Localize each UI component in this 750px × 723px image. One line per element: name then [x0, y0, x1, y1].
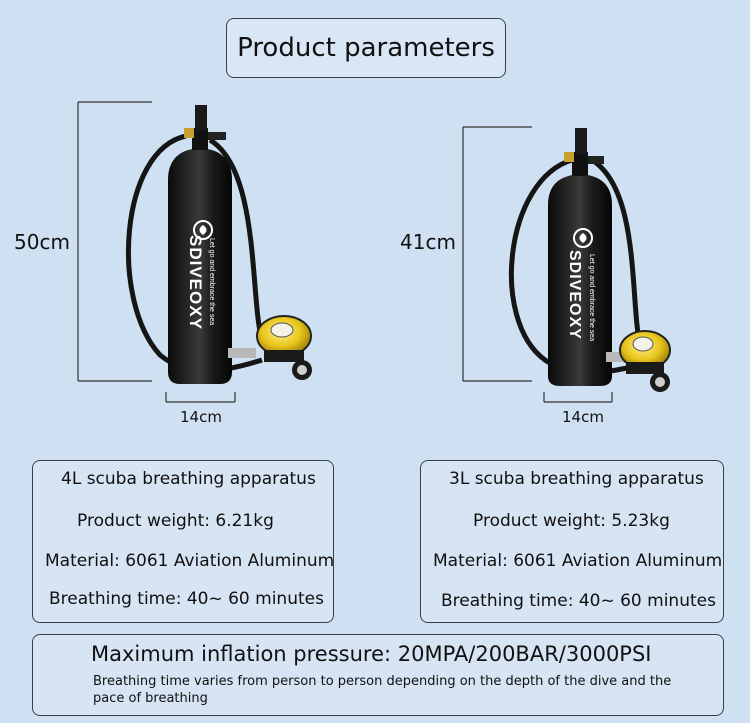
- width-label-4l: 14cm: [180, 408, 222, 426]
- brand-text-3l: SDIVEOXY: [566, 250, 583, 340]
- material-3l: Material: 6061 Aviation Aluminum: [433, 551, 723, 571]
- material-4l: Material: 6061 Aviation Aluminum: [45, 551, 335, 571]
- breathing-note: Breathing time varies from person to per…: [93, 674, 672, 706]
- page-title-text: Product parameters: [237, 33, 495, 63]
- valve-4l: [195, 105, 207, 131]
- slogan-text-3l: Let go and embrace the sea: [588, 254, 595, 341]
- connector-4l: [228, 348, 256, 358]
- width-label-3l: 14cm: [562, 408, 604, 426]
- tank-4l: SDIVEOXY Let go and embrace the sea: [77, 101, 312, 403]
- max-pressure: Maximum inflation pressure: 20MPA/200BAR…: [91, 642, 652, 666]
- weight-4l: Product weight: 6.21kg: [77, 511, 274, 531]
- product-illustrations: SDIVEOXY Let go and embrace the sea SDIV…: [77, 101, 671, 403]
- breathing-time-3l: Breathing time: 40~ 60 minutes: [441, 591, 716, 611]
- product-name-3l: 3L scuba breathing apparatus: [449, 469, 704, 489]
- tank-3l: SDIVEOXY Let go and embrace the sea: [462, 126, 671, 403]
- brand-logo-4l: [193, 220, 213, 240]
- product-name-4l: 4L scuba breathing apparatus: [61, 469, 316, 489]
- spec-card-4l: 4L scuba breathing apparatus Product wei…: [32, 460, 334, 623]
- weight-3l: Product weight: 5.23kg: [473, 511, 670, 531]
- cylinder-3l: [548, 174, 612, 386]
- height-label-3l: 41cm: [400, 230, 456, 254]
- valve-3l: [575, 128, 587, 154]
- page-title: Product parameters: [226, 18, 506, 78]
- connector-3l: [606, 352, 630, 362]
- pressure-card: Maximum inflation pressure: 20MPA/200BAR…: [32, 634, 724, 716]
- slogan-text-4l: Let go and embrace the sea: [208, 238, 215, 325]
- breathing-time-4l: Breathing time: 40~ 60 minutes: [49, 589, 324, 609]
- brand-text-4l: SDIVEOXY: [186, 235, 205, 330]
- brand-logo-3l: [573, 228, 593, 248]
- cylinder-4l: [168, 148, 232, 384]
- spec-card-3l: 3L scuba breathing apparatus Product wei…: [420, 460, 724, 623]
- height-label-4l: 50cm: [14, 230, 70, 254]
